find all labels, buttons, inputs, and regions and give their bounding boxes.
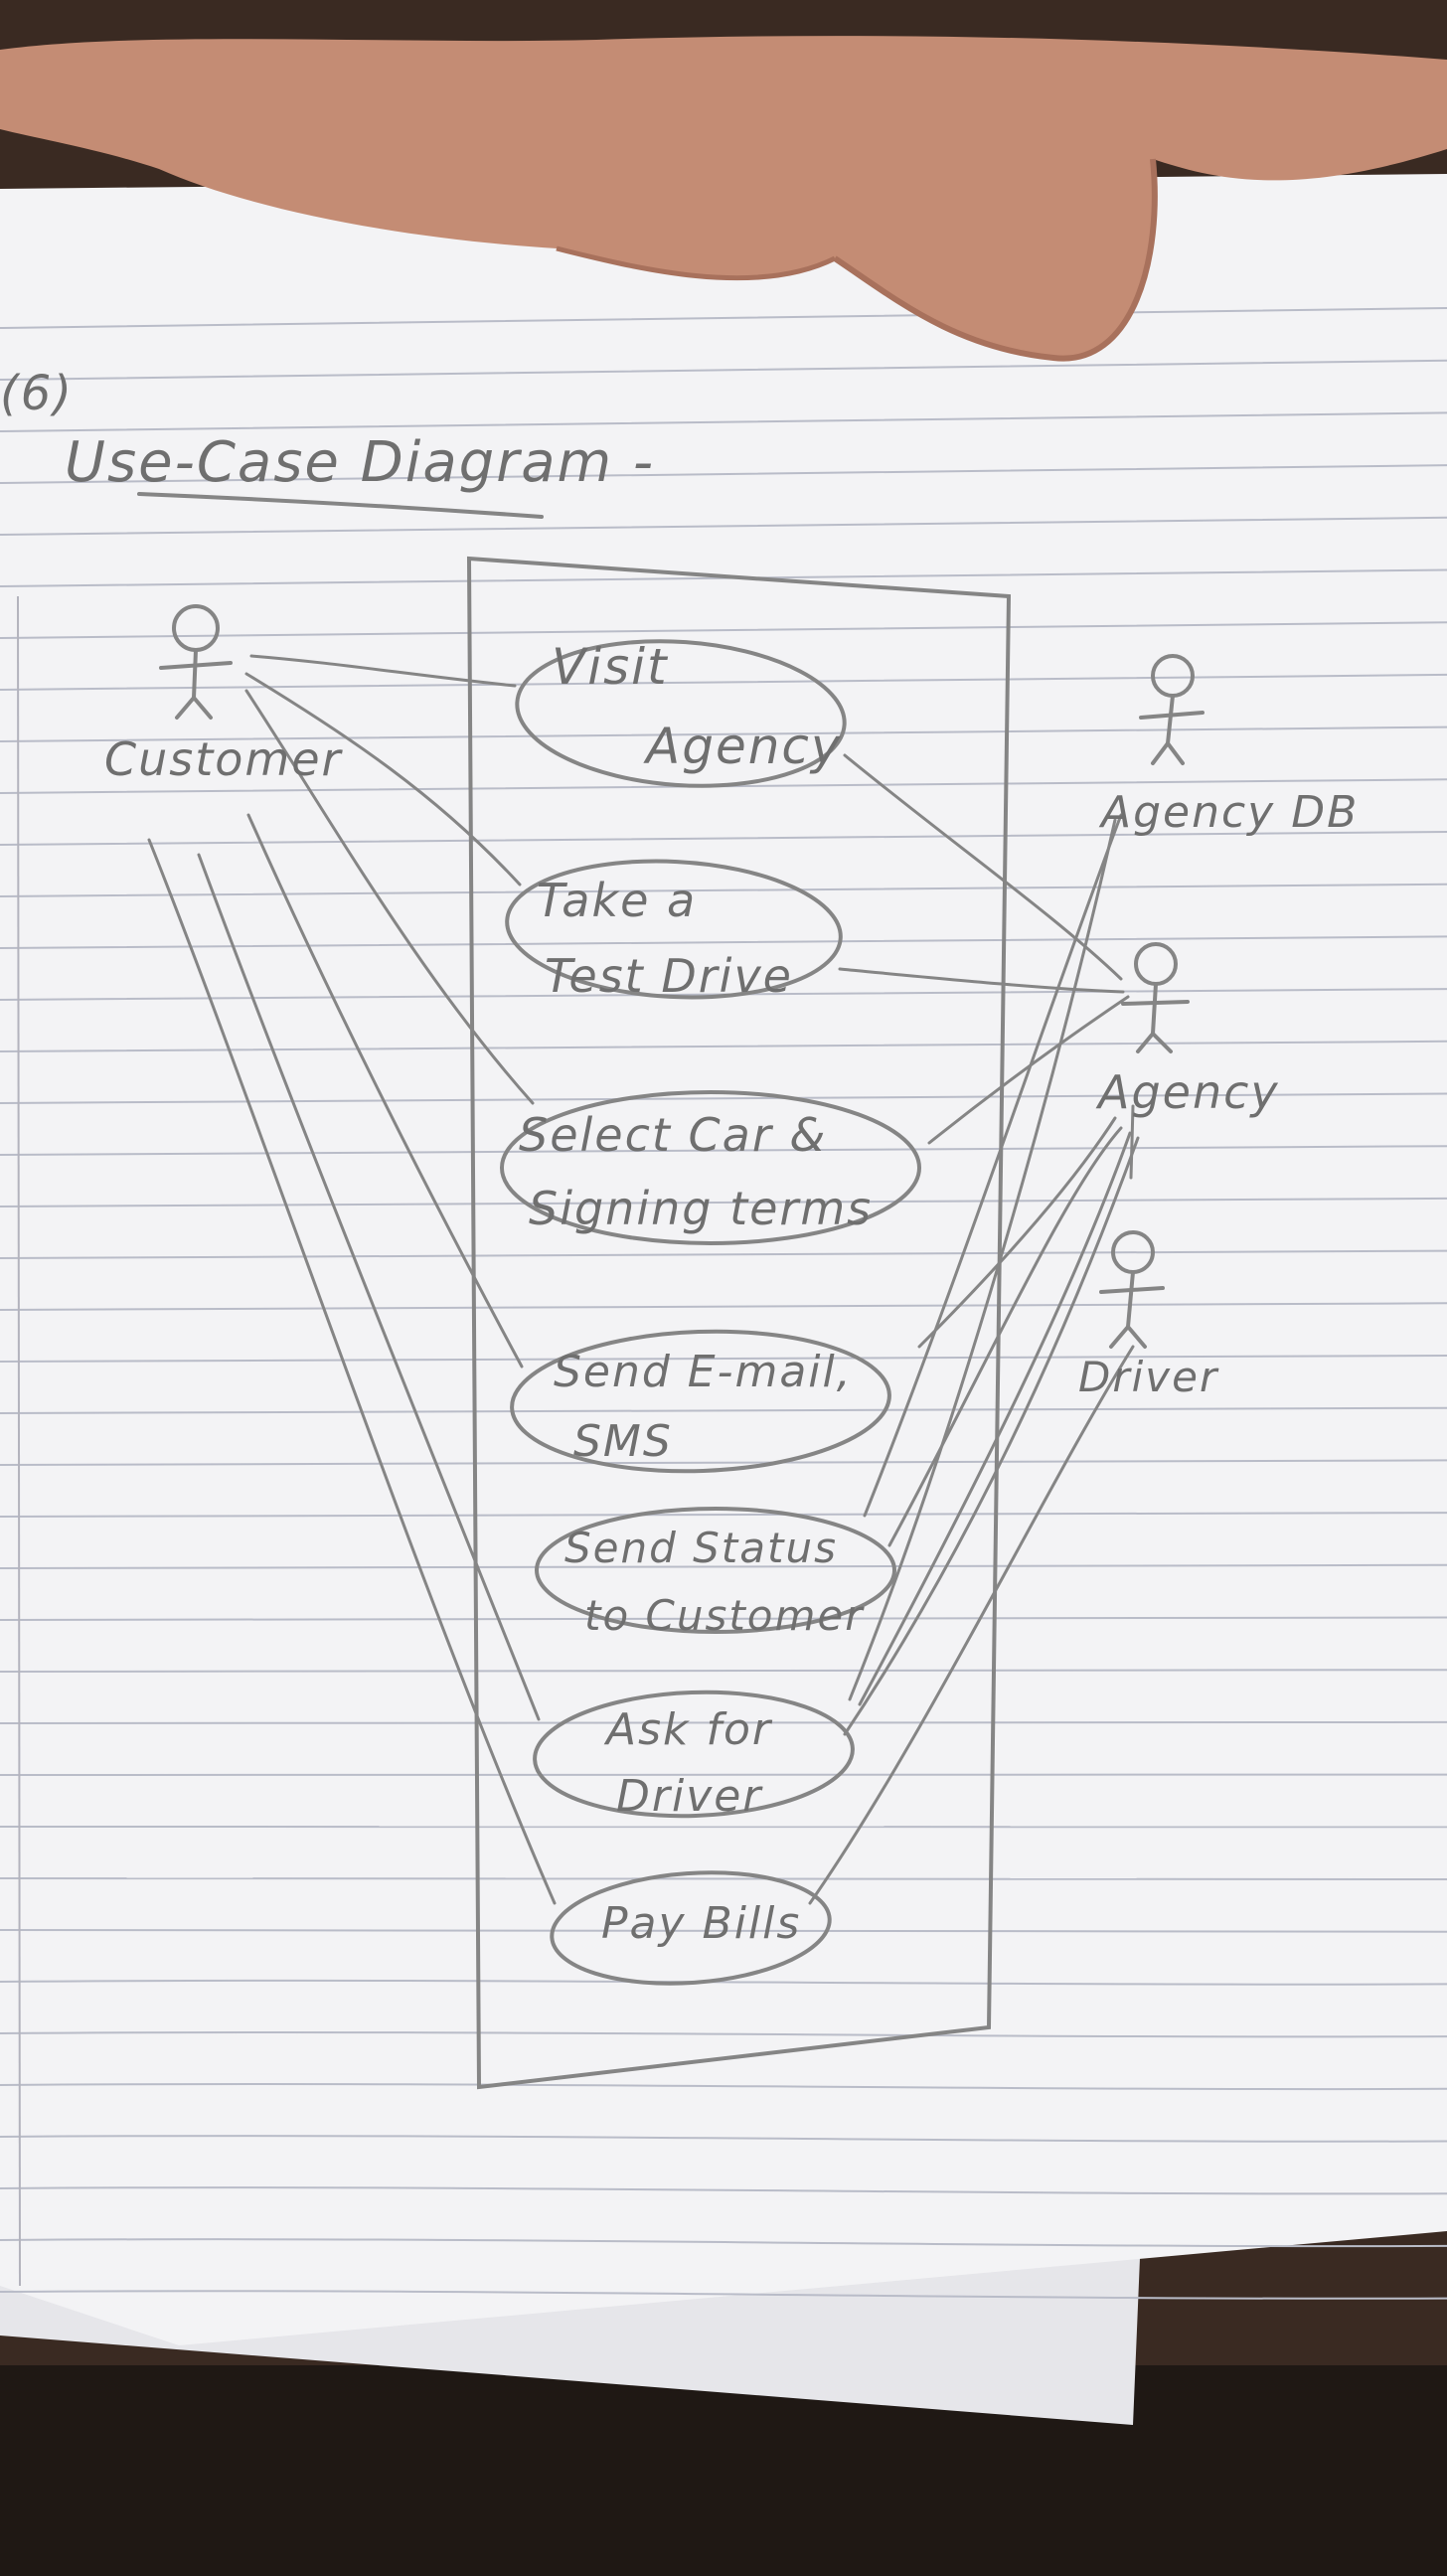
ruled-lines xyxy=(0,307,1447,2300)
page-heading: Use-Case Diagram - xyxy=(65,430,655,495)
ruled-line xyxy=(0,725,1447,742)
actor-agency: Agency xyxy=(1095,942,1280,1119)
ruled-line xyxy=(0,1197,1447,1208)
ruled-line xyxy=(0,831,1447,846)
ruled-line xyxy=(0,2030,1447,2038)
use-case-ellipse-send-status xyxy=(535,1507,896,1634)
ruled-line xyxy=(0,1302,1447,1311)
ruled-line xyxy=(0,1249,1447,1259)
use-case-label-select-car: Signing terms xyxy=(529,1182,873,1235)
notebook-page xyxy=(0,174,1447,2345)
ruled-line xyxy=(0,1040,1447,1052)
ruled-line xyxy=(0,1979,1447,1986)
actor-label-customer: Customer xyxy=(104,732,344,786)
use-case-ellipse-visit-agency xyxy=(515,639,847,788)
margin-line xyxy=(17,595,21,2287)
use-case-label-pay-bills: Pay Bills xyxy=(601,1898,801,1949)
use-case-label-select-car: Select Car & xyxy=(519,1108,827,1162)
actor-label-agency: Agency xyxy=(1095,1065,1280,1119)
use-case-label-visit-agency: Visit xyxy=(552,638,669,696)
use-case-label-send-status: Send Status xyxy=(564,1524,838,1572)
ruled-line xyxy=(0,1092,1447,1104)
ruled-line xyxy=(0,516,1447,536)
use-case-label-send-email-sms: Send E-mail, xyxy=(554,1347,853,1397)
heading-underline xyxy=(137,492,544,519)
ruled-line xyxy=(0,883,1447,897)
use-case-ellipse-take-test-drive xyxy=(505,859,843,1000)
system-boundary xyxy=(466,556,1012,2090)
stick-figure-driver xyxy=(1099,1230,1165,1349)
stick-figure-agency xyxy=(1121,942,1190,1053)
ruled-line xyxy=(0,935,1447,949)
actor-label-agency-db: Agency DB xyxy=(1098,787,1359,838)
actor-agency-db: Agency DB xyxy=(1098,654,1359,838)
use-case-ellipse-select-car xyxy=(500,1090,921,1245)
use-case-label-take-test-drive: Test Drive xyxy=(545,949,793,1003)
ruled-line xyxy=(0,1616,1447,1621)
stick-figure-agency-db xyxy=(1139,654,1205,765)
use-case-ellipses xyxy=(500,639,921,1986)
ruled-line xyxy=(0,621,1447,639)
ruled-line xyxy=(0,1563,1447,1569)
ruled-line xyxy=(0,2186,1447,2195)
use-case-ellipse-send-email-sms xyxy=(510,1329,891,1474)
ruled-line xyxy=(0,2083,1447,2091)
use-case-ellipse-ask-driver xyxy=(533,1690,855,1819)
use-case-label-take-test-drive: Take a xyxy=(537,874,697,927)
ruled-line xyxy=(0,1406,1447,1414)
actor-label-driver: Driver xyxy=(1078,1353,1219,1401)
hand xyxy=(0,0,1447,362)
table-shadow xyxy=(0,2365,1447,2576)
use-case-label-ask-driver: Ask for xyxy=(603,1704,773,1755)
ruled-line xyxy=(0,2290,1447,2300)
ruled-line xyxy=(0,2238,1447,2248)
stick-figure-customer xyxy=(159,604,233,720)
ruled-line xyxy=(0,1512,1447,1518)
use-case-label-ask-driver: Driver xyxy=(616,1771,763,1822)
page-number: (6) xyxy=(0,366,74,421)
actor-driver: Driver xyxy=(1078,1230,1219,1401)
ruled-line xyxy=(0,1355,1447,1363)
ruled-line xyxy=(0,1459,1447,1466)
use-case-ellipse-pay-bills xyxy=(550,1870,832,1986)
ruled-line xyxy=(0,2135,1447,2143)
ruled-line xyxy=(0,1145,1447,1156)
use-case-label-send-email-sms: SMS xyxy=(573,1416,673,1467)
association-lines xyxy=(147,654,1140,1905)
actor-customer: Customer xyxy=(104,604,344,786)
ruled-line xyxy=(0,673,1447,691)
use-case-label-visit-agency: Agency xyxy=(643,718,842,775)
use-case-label-send-status: to Customer xyxy=(584,1591,865,1640)
